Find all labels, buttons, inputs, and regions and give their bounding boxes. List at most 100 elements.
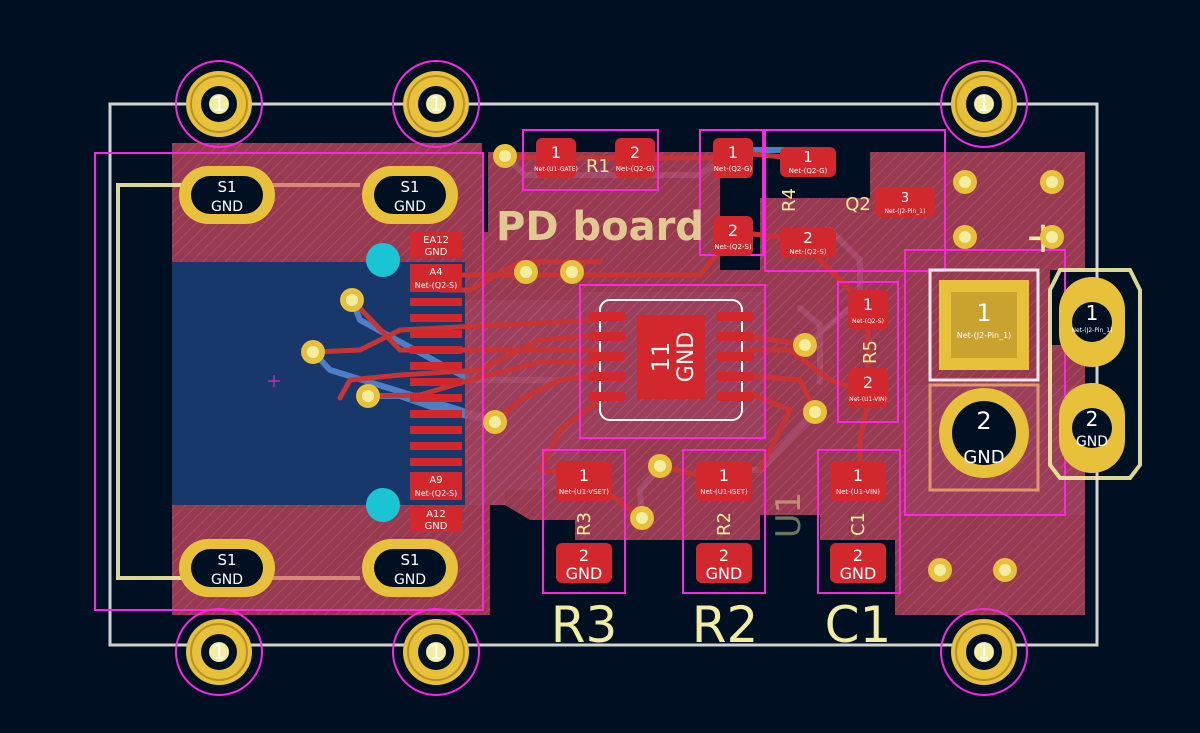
q2-pad-3[interactable]: 3 Net-(J2-Pin_1) (875, 187, 935, 217)
pad-net: Net-(Q2-S) (852, 318, 884, 325)
silk-ref-u1: U1 (769, 492, 809, 539)
q2-pad-2[interactable]: 2 Net-(Q2-S) (780, 228, 836, 258)
silk-ref-r2-small: R2 (714, 512, 735, 536)
silk-board-title: PD board (496, 204, 704, 250)
pad-net: Net-(Q2-G) (714, 165, 753, 173)
mounting-hole[interactable]: 1 (940, 608, 1028, 696)
component-r1[interactable]: R1 1 Net-(U1-GATE) 2 Net-(Q2-G) (534, 138, 655, 178)
usb-shield-pad[interactable]: S1 GND (179, 539, 275, 597)
j2-pad-1[interactable]: 1 Net-(J2-Pin_1) (939, 280, 1029, 370)
component-r5[interactable]: R5 1 Net-(Q2-S) 2 Net-(U1-VIN) (848, 290, 888, 408)
pad-net: Net-(Q2-S) (714, 243, 751, 251)
r5-pad-2[interactable]: 2 Net-(U1-VIN) (848, 368, 888, 408)
pad-number: 1 (863, 295, 873, 314)
pad-net: Net-(J2-Pin_1) (957, 331, 1012, 340)
component-r3[interactable]: 1 Net-(U1-VSET) R3 2 GND (556, 461, 612, 583)
u1-pins-right (716, 312, 754, 401)
r1-pad-2[interactable]: 2 Net-(Q2-G) (615, 138, 655, 178)
usb-shield-pad[interactable]: S1 GND (362, 166, 458, 224)
pad-number: S1 (400, 551, 419, 569)
mounting-hole[interactable]: 1 (175, 60, 263, 148)
pad-net: Net-(U1-VIN) (849, 396, 887, 403)
via[interactable] (928, 558, 952, 582)
c1-pad-1[interactable]: 1 Net-(U1-VIN) (830, 461, 886, 501)
pad-net: GND (840, 564, 877, 583)
pad-number: S1 (400, 178, 419, 196)
r4-pad-1[interactable]: 1 Net-(Q2-G) (713, 138, 753, 178)
usb-pin[interactable]: EA12 GND (423, 235, 449, 258)
j3-pad-1[interactable]: 1 Net-(J2-Pin_1) (1059, 277, 1125, 367)
c1-pad-2[interactable]: 2 GND (830, 543, 886, 583)
usb-pin[interactable]: A9 Net-(Q2-S) (410, 472, 462, 500)
via[interactable] (953, 170, 977, 194)
pad-number: 11 (647, 342, 675, 373)
pad-number: A9 (429, 475, 442, 486)
via[interactable] (648, 454, 672, 478)
r3-pad-2[interactable]: 2 GND (556, 543, 612, 583)
via[interactable] (953, 225, 977, 249)
r5-pad-1[interactable]: 1 Net-(Q2-S) (848, 290, 888, 330)
via[interactable] (560, 260, 584, 284)
component-r2[interactable]: 1 Net-(U1-ISET) R2 2 GND (696, 461, 752, 583)
pad-net: Net-(J2-Pin_1) (885, 208, 926, 215)
pad-number: 2 (863, 373, 873, 392)
pad-net: GND (963, 447, 1004, 468)
mounting-hole[interactable]: 1 (940, 60, 1028, 148)
pad-number: 2 (853, 546, 863, 565)
u1-exposed-pad[interactable]: 11 GND (637, 315, 705, 399)
silk-ref-r1: R1 (586, 156, 610, 177)
usb-npth-hole (366, 243, 400, 277)
silk-ref-r3-small: R3 (574, 512, 595, 536)
via[interactable] (483, 410, 507, 434)
component-r4[interactable]: R4 1 Net-(Q2-G) 2 Net-(Q2-S) (713, 138, 800, 256)
component-j3[interactable]: 1 Net-(J2-Pin_1) 2 GND (1059, 277, 1125, 473)
pad-net: GND (394, 199, 426, 215)
pad-net: Net-(Q2-G) (789, 167, 828, 175)
silk-ref-r3: R3 (551, 596, 618, 654)
j3-pad-2[interactable]: 2 GND (1059, 383, 1125, 473)
q2-pad-1[interactable]: 1 Net-(Q2-G) (780, 147, 836, 177)
via[interactable] (356, 384, 380, 408)
r2-pad-1[interactable]: 1 Net-(U1-ISET) (696, 461, 752, 501)
pad-number: 2 (630, 143, 640, 162)
via[interactable] (1040, 225, 1064, 249)
usb-pin[interactable]: A12 GND (410, 506, 462, 532)
pad-number: 1 (719, 466, 729, 485)
r3-pad-1[interactable]: 1 Net-(U1-VSET) (556, 461, 612, 501)
silkscreen-outlines (116, 183, 1142, 580)
pad-number: 1 (728, 143, 738, 162)
pad-net: Net-(U1-ISET) (700, 488, 748, 496)
mounting-hole[interactable]: 1 (175, 608, 263, 696)
mounting-hole[interactable]: 1 (392, 60, 480, 148)
pad-net: Net-(J2-Pin_1) (1072, 327, 1113, 334)
usb-shield-pad[interactable]: S1 GND (179, 166, 275, 224)
via[interactable] (340, 288, 364, 312)
silk-ref-c1-small: C1 (848, 512, 869, 536)
silk-ref-r5: R5 (860, 340, 881, 364)
component-c1[interactable]: 1 Net-(U1-VIN) C1 2 GND (830, 461, 886, 583)
mounting-hole-label: 1 (978, 92, 991, 116)
component-q2[interactable]: Q2 1 Net-(Q2-G) 2 Net-(Q2-S) 3 Net-(J2-P… (780, 147, 935, 258)
component-j2[interactable]: 1 Net-(J2-Pin_1) 2 GND (939, 280, 1029, 478)
silk-ref-r4: R4 (779, 188, 800, 212)
r4-pad-2[interactable]: 2 Net-(Q2-S) (713, 216, 753, 256)
pad-number: S1 (217, 178, 236, 196)
mounting-hole[interactable]: 1 (392, 608, 480, 696)
component-u1[interactable]: 11 GND U1 (588, 299, 809, 539)
j2-pad-2[interactable]: 2 GND (939, 388, 1029, 478)
via[interactable] (803, 400, 827, 424)
usb-shield-pad[interactable]: S1 GND (362, 539, 458, 597)
via[interactable] (630, 506, 654, 530)
r1-pad-1[interactable]: 1 Net-(U1-GATE) (534, 138, 578, 178)
pad-number: 2 (728, 221, 738, 240)
via[interactable] (493, 144, 517, 168)
usb-pin[interactable]: A4 Net-(Q2-S) (415, 267, 458, 290)
via[interactable] (793, 333, 817, 357)
via[interactable] (514, 260, 538, 284)
pad-number: A4 (429, 267, 442, 278)
via[interactable] (1040, 170, 1064, 194)
via[interactable] (993, 558, 1017, 582)
silk-ref-r2: R2 (692, 596, 759, 654)
via[interactable] (301, 340, 325, 364)
r2-pad-2[interactable]: 2 GND (696, 543, 752, 583)
